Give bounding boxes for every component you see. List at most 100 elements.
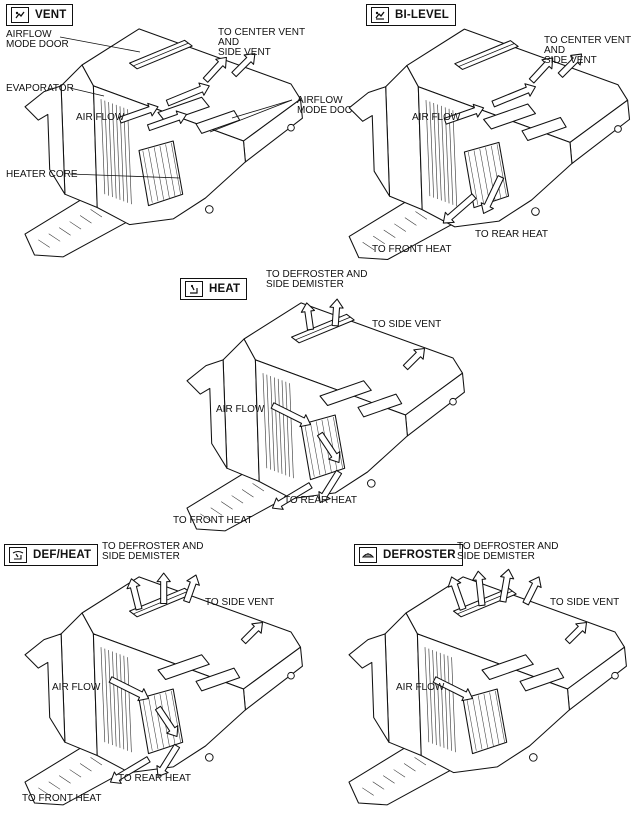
defroster-air-flow-label: AIR FLOW — [396, 682, 445, 693]
airflow-arrow — [318, 469, 343, 503]
defheat-panel: DEF/HEAT TO DEFROSTER AND SIDE DEMISTER … — [0, 532, 320, 815]
heat-to-defroster-label: TO DEFROSTER AND SIDE DEMISTER — [266, 269, 368, 290]
vent-evaporator-label: EVAPORATOR — [6, 83, 74, 94]
defroster-to-side-vent-label: TO SIDE VENT — [550, 597, 620, 608]
defheat-mode-icon — [9, 547, 27, 563]
airflow-mode-door-right — [521, 116, 567, 142]
defheat-to-defroster-label: TO DEFROSTER AND SIDE DEMISTER — [102, 541, 204, 562]
hvac-unit — [348, 568, 627, 806]
bilevel-mode-label: BI-LEVEL — [395, 9, 449, 21]
mount-bolt — [449, 397, 457, 406]
airflow-arrow — [528, 57, 554, 84]
airflow-arrow — [231, 53, 256, 78]
blower-inlet — [348, 86, 391, 197]
blower-inlet — [348, 633, 390, 743]
vent-mode-box: VENT — [6, 4, 74, 26]
bilevel-mode-icon — [371, 7, 389, 23]
hvac-unit — [186, 298, 465, 532]
bilevel-mode-box: BI-LEVEL — [366, 4, 456, 26]
airflow-arrow — [402, 347, 426, 371]
heat-air-flow-label: AIR FLOW — [216, 404, 265, 415]
airflow-arrow — [270, 402, 312, 428]
evaporator-case — [222, 338, 260, 483]
hvac-unit — [24, 28, 303, 258]
mount-bolt — [205, 753, 214, 762]
mount-bolt — [531, 207, 540, 216]
heat-mode-label: HEAT — [209, 283, 241, 295]
heat-hvac-unit-drawing — [186, 298, 465, 532]
airflow-arrow — [442, 193, 477, 224]
vent-mode-icon — [11, 7, 29, 23]
bilevel-to-rear-heat-label: TO REAR HEAT — [475, 229, 548, 240]
evaporator-case — [384, 612, 422, 757]
hvac-unit — [24, 572, 303, 806]
defroster-hvac-unit-drawing — [348, 568, 627, 806]
vent-heater-core-label: HEATER CORE — [6, 169, 78, 180]
airflow-arrow — [300, 302, 316, 331]
airflow-arrow — [165, 82, 210, 107]
mount-bolt — [529, 753, 538, 762]
airflow-arrow — [564, 621, 588, 645]
airflow-arrow — [240, 621, 264, 645]
airflow-arrow — [126, 578, 143, 611]
evaporator-case — [60, 64, 98, 209]
airflow-arrow — [156, 572, 171, 605]
vent-airflow-mode-door-right-label: AIRFLOW MODE DOOR — [297, 95, 360, 116]
defheat-mode-label: DEF/HEAT — [33, 549, 92, 561]
bilevel-panel: BI-LEVEL TO CENTER VENT AND SIDE VENT AI… — [320, 0, 641, 262]
defheat-to-front-heat-label: TO FRONT HEAT — [22, 793, 102, 804]
leader-line — [69, 87, 105, 97]
vent-mode-label: VENT — [35, 9, 67, 21]
airflow-arrow — [156, 743, 181, 777]
airflow-arrow — [108, 676, 150, 702]
defheat-hvac-unit-drawing — [24, 572, 303, 806]
heat-panel: HEAT TO DEFROSTER AND SIDE DEMISTER TO S… — [160, 262, 480, 532]
heat-to-rear-heat-label: TO REAR HEAT — [284, 495, 357, 506]
airflow-arrow — [329, 298, 344, 327]
bilevel-hvac-unit-drawing — [348, 28, 631, 261]
airflow-arrow — [447, 576, 467, 611]
vent-panel: VENT AIRFLOW MODE DOOR TO CENTER VENT AN… — [0, 0, 360, 262]
leader-line — [231, 99, 293, 119]
defroster-panel: DEFROSTER TO DEFROSTER AND SIDE DEMISTER… — [320, 532, 641, 815]
airflow-mode-door-mid — [483, 103, 536, 130]
airflow-mode-door-mid — [481, 654, 534, 681]
blower-inlet — [186, 359, 228, 469]
airflow-arrow — [491, 83, 536, 108]
airflow-arrow — [183, 574, 200, 604]
airflow-mode-door-right — [357, 393, 403, 418]
evaporator-case — [60, 612, 98, 757]
leader-line — [209, 99, 293, 133]
airflow-arrow — [316, 431, 341, 464]
hvac-unit — [348, 28, 631, 261]
airflow-arrow — [146, 110, 188, 132]
mount-bolt — [287, 671, 295, 680]
airflow-arrow — [109, 756, 151, 784]
airflow-arrow — [499, 568, 515, 603]
defheat-air-flow-label: AIR FLOW — [52, 682, 101, 693]
airflow-arrow — [557, 53, 583, 78]
leader-line — [69, 173, 181, 179]
blower-inlet — [24, 633, 66, 743]
mount-bolt — [611, 671, 619, 680]
airflow-arrow — [522, 576, 542, 606]
defheat-to-rear-heat-label: TO REAR HEAT — [118, 773, 191, 784]
bilevel-air-flow-label: AIR FLOW — [412, 112, 461, 123]
vent-hvac-unit-drawing — [24, 28, 303, 258]
defroster-mode-label: DEFROSTER — [383, 549, 456, 561]
airflow-arrow — [271, 482, 313, 510]
airflow-mode-door-right — [519, 667, 565, 692]
heat-to-front-heat-label: TO FRONT HEAT — [173, 515, 253, 526]
vent-airflow-mode-door-label: AIRFLOW MODE DOOR — [6, 29, 69, 50]
bilevel-to-center-vent-label: TO CENTER VENT AND SIDE VENT — [544, 35, 632, 66]
mount-bolt — [367, 479, 376, 488]
airflow-arrow — [480, 175, 505, 214]
leader-line — [59, 36, 141, 53]
vent-to-center-vent-label: TO CENTER VENT AND SIDE VENT — [218, 27, 306, 58]
airflow-mode-door-mid — [319, 380, 372, 407]
airflow-arrow — [202, 56, 227, 83]
airflow-arrow — [118, 102, 159, 124]
blower-inlet — [24, 85, 66, 195]
defroster-to-defroster-label: TO DEFROSTER AND SIDE DEMISTER — [457, 541, 559, 562]
airflow-mode-door-mid — [157, 654, 210, 681]
